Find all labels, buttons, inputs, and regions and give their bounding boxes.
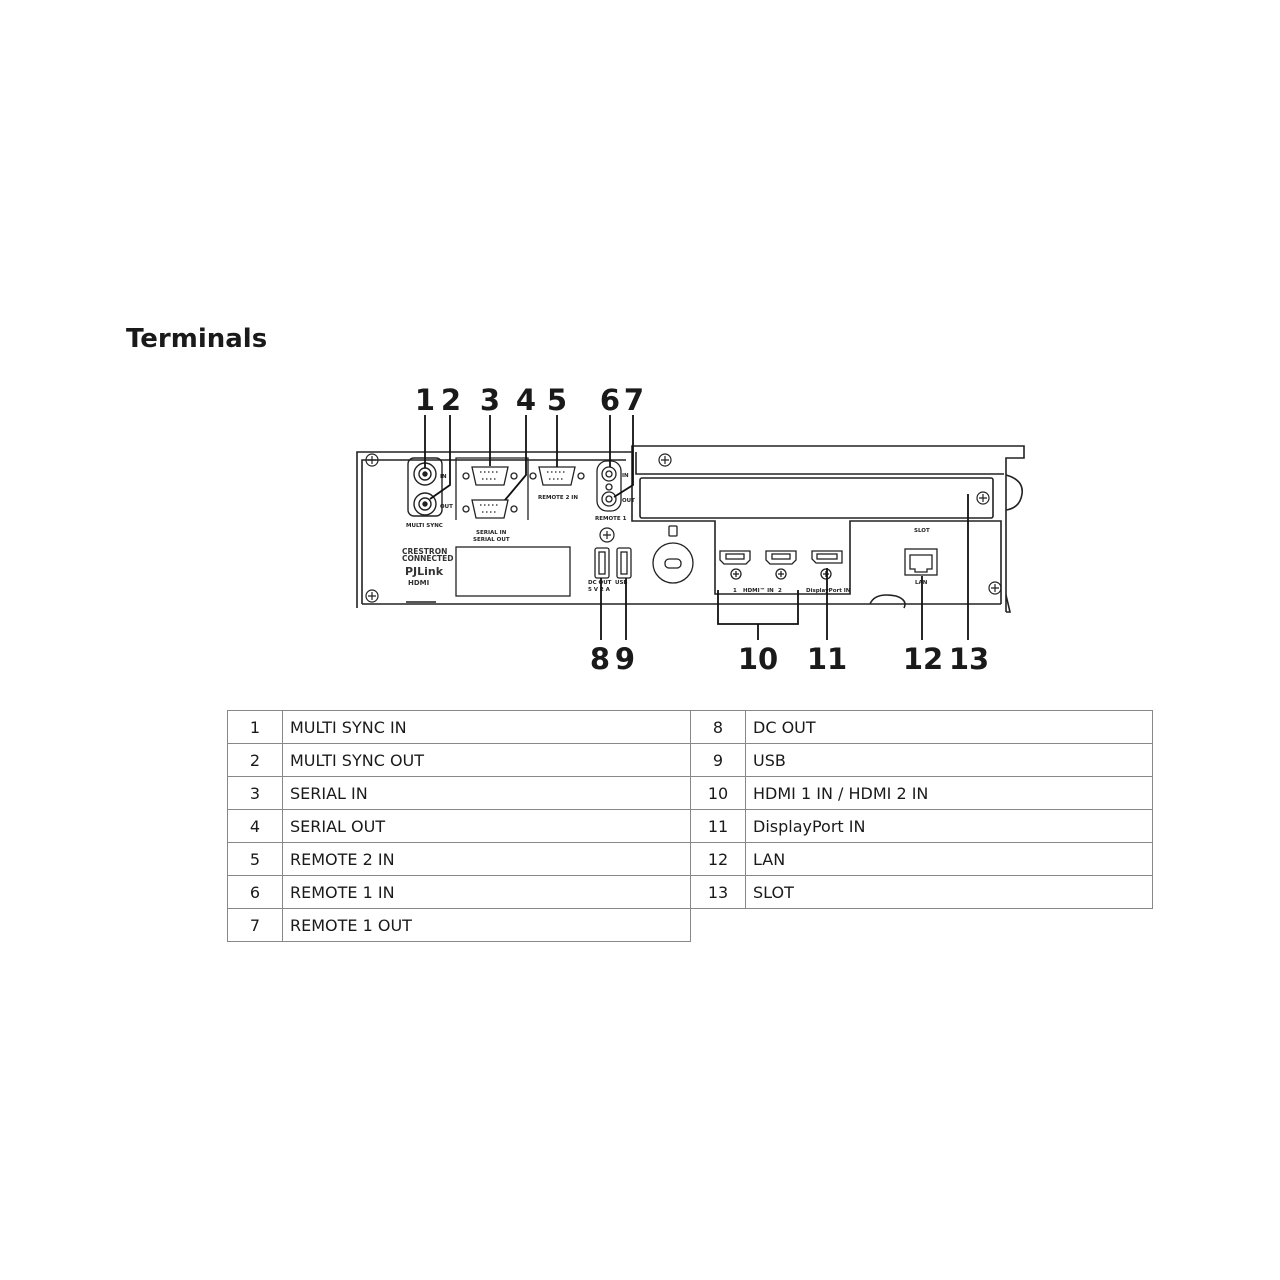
serial-in-connector [462, 466, 518, 486]
terminal-name: USB [745, 743, 1153, 777]
callout-13: 13 [949, 642, 989, 676]
terminal-number: 11 [690, 809, 746, 843]
callout-1: 1 [415, 383, 435, 417]
callout-4: 4 [516, 383, 536, 417]
multi-sync-in-label: IN [440, 474, 447, 480]
terminal-name: HDMI 1 IN / HDMI 2 IN [745, 776, 1153, 810]
callout-2: 2 [441, 383, 461, 417]
terminal-number: 13 [690, 875, 746, 909]
remote-2-in-label: REMOTE 2 IN [538, 495, 578, 501]
security-lock [652, 525, 694, 584]
terminal-number: 10 [690, 776, 746, 810]
terminal-name: MULTI SYNC IN [282, 710, 691, 744]
terminal-name: REMOTE 1 IN [282, 875, 691, 909]
terminal-name: DisplayPort IN [745, 809, 1153, 843]
terminal-number: 9 [690, 743, 746, 777]
connected-logo-text: CONNECTED [402, 554, 454, 563]
terminal-number: 12 [690, 842, 746, 876]
callout-numbers: 1 2 3 4 5 6 7 8 9 10 11 12 13 [415, 383, 989, 676]
hdmi-in-label: HDMI™ IN [743, 587, 774, 594]
callout-5: 5 [547, 383, 567, 417]
callout-10: 10 [738, 642, 778, 676]
hdmi-2-port [765, 550, 797, 565]
hdmi-2-label: 2 [778, 588, 782, 594]
terminal-name: REMOTE 1 OUT [282, 908, 691, 942]
multi-sync-label: MULTI SYNC [406, 523, 443, 529]
terminal-name: LAN [745, 842, 1153, 876]
usb-label: USB [615, 580, 628, 586]
page-title: Terminals [126, 324, 268, 354]
terminal-number: 3 [227, 776, 283, 810]
terminal-number: 4 [227, 809, 283, 843]
usb-port [616, 547, 632, 579]
remote-1-in-label: IN [622, 473, 629, 479]
terminal-number: 2 [227, 743, 283, 777]
terminal-name: SERIAL OUT [282, 809, 691, 843]
terminal-name: SERIAL IN [282, 776, 691, 810]
pjlink-logo-text: PJLink [405, 565, 444, 578]
terminal-number: 1 [227, 710, 283, 744]
displayport-in-label: DisplayPort IN [806, 588, 851, 594]
displayport-port [811, 550, 843, 564]
crestron-logo-text: CRESTRON [402, 547, 447, 556]
terminal-number: 8 [690, 710, 746, 744]
terminal-panel-diagram: IN OUT MULTI SYNC SERIAL IN SERIAL OUT R… [356, 383, 1025, 676]
hdmi-1-label: 1 [733, 588, 737, 594]
terminal-number: 6 [227, 875, 283, 909]
callout-12: 12 [903, 642, 943, 676]
terminal-name: REMOTE 2 IN [282, 842, 691, 876]
serial-out-connector [462, 499, 518, 519]
remote-2-in-connector [529, 466, 585, 486]
leader-lines [424, 415, 969, 640]
dc-out-label: DC OUT [588, 580, 612, 586]
dc-out-usb-port [594, 547, 610, 579]
callout-8: 8 [590, 642, 610, 676]
panel-inner-outline [631, 452, 1002, 604]
hdmi-1-port [719, 550, 751, 565]
callout-7: 7 [624, 383, 644, 417]
terminal-name: DC OUT [745, 710, 1153, 744]
callout-3: 3 [480, 383, 500, 417]
remote-1-label: REMOTE 1 [595, 516, 627, 522]
lan-port [904, 548, 938, 576]
slot-label: SLOT [914, 528, 930, 534]
chassis-outline [356, 445, 1025, 612]
multi-sync-connectors [407, 457, 443, 517]
terminal-number: 5 [227, 842, 283, 876]
terminal-number: 7 [227, 908, 283, 942]
slot-plate [639, 477, 994, 519]
multi-sync-out-label: OUT [440, 504, 453, 510]
remote-1-connectors [596, 460, 622, 512]
callout-6: 6 [600, 383, 620, 417]
dc-out-spec-label: 5 V 2 A [588, 587, 611, 593]
callout-9: 9 [615, 642, 635, 676]
terminal-name: MULTI SYNC OUT [282, 743, 691, 777]
label-plate [455, 546, 571, 597]
remote-1-out-label: OUT [622, 498, 635, 504]
callout-11: 11 [807, 642, 847, 676]
terminal-name: SLOT [745, 875, 1153, 909]
hdmi-logo-text: HDMI [408, 579, 429, 587]
serial-out-label: SERIAL OUT [473, 537, 510, 543]
serial-in-label: SERIAL IN [476, 530, 507, 536]
serial-group-frame [455, 457, 529, 520]
screw-icon [365, 453, 1002, 603]
